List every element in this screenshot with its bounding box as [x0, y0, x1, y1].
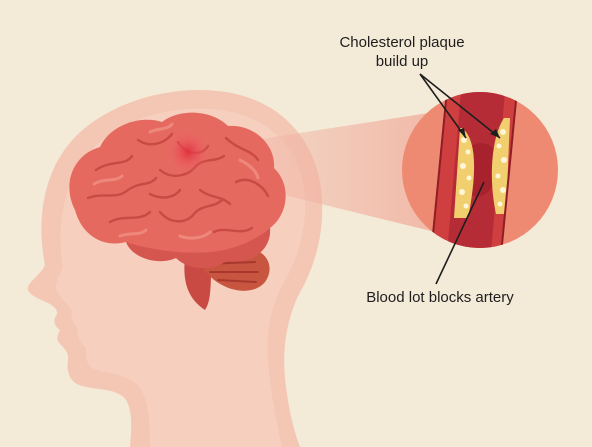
blood-clot-label: Blood lot blocks artery	[366, 289, 514, 306]
cholesterol-plaque-label: Cholesterol plaque build up	[312, 33, 492, 71]
clot-pointer-line	[435, 181, 485, 285]
brain-highlights	[92, 122, 260, 240]
plaque-globules	[459, 129, 507, 209]
plaque-arrowhead-right	[490, 129, 500, 138]
plaque-arrowhead-left	[458, 128, 466, 138]
artery-cross-section	[429, 92, 519, 248]
brain-shadow	[126, 228, 271, 269]
cholesterol-plaque-label-line1: Cholesterol plaque	[339, 34, 465, 51]
plaque-pointer-lines	[419, 73, 501, 139]
stroke-hotspot	[166, 130, 210, 174]
brain	[69, 112, 286, 269]
cholesterol-plaque-label-line2: build up	[375, 53, 429, 70]
